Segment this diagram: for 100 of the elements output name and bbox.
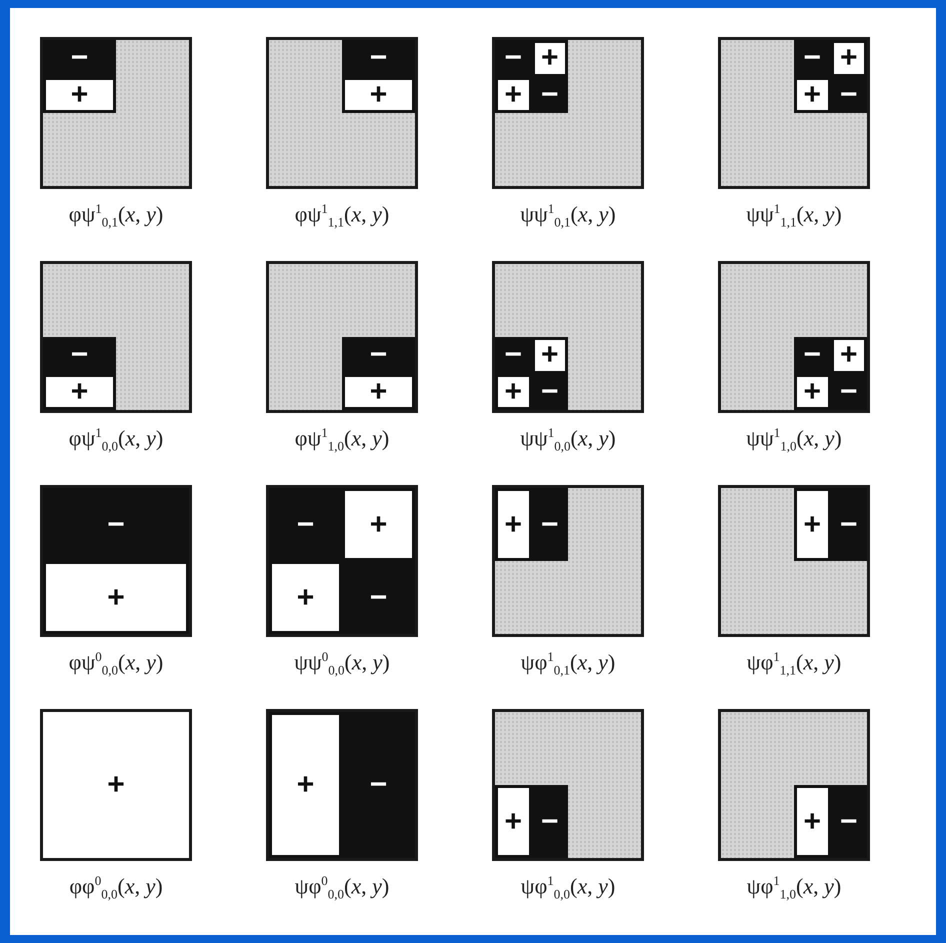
positive-region	[794, 374, 830, 410]
sign-symbol: −	[370, 770, 388, 800]
negative-region	[532, 488, 568, 561]
sign-symbol: −	[840, 806, 858, 836]
sign-symbol: +	[504, 376, 522, 407]
sign-symbol: +	[70, 376, 88, 407]
sign-symbol: +	[370, 80, 388, 110]
sign-symbol: −	[70, 43, 88, 74]
sign-symbol: −	[370, 43, 388, 74]
positive-region	[495, 785, 532, 858]
sign-symbol: +	[504, 80, 522, 110]
negative-region	[830, 76, 867, 113]
positive-region	[269, 712, 342, 858]
basis-square	[718, 485, 870, 637]
basis-function-label: ψφ$^{0}$$_{0,0}$(x, y)	[294, 873, 390, 903]
sign-symbol: −	[370, 340, 388, 370]
basis-function-label: ψφ$^{1}$$_{0,1}$(x, y)	[520, 649, 616, 679]
positive-region	[532, 337, 568, 374]
negative-region	[830, 488, 867, 561]
basis-function-label: ψφ$^{1}$$_{1,1}$(x, y)	[746, 649, 842, 679]
sign-symbol: +	[504, 806, 522, 836]
positive-region	[495, 76, 532, 113]
sign-symbol: +	[803, 376, 822, 407]
sign-symbol: −	[504, 340, 522, 370]
sign-symbol: +	[803, 80, 822, 110]
positive-region	[43, 374, 116, 410]
sign-symbol: −	[840, 376, 858, 407]
basis-square	[40, 485, 192, 637]
sign-symbol: +	[840, 340, 858, 370]
sign-symbol: +	[803, 510, 822, 540]
positive-region	[342, 76, 415, 113]
sign-symbol: −	[296, 510, 314, 540]
basis-function-label: φψ$^{1}$$_{0,0}$(x, y)	[68, 425, 164, 455]
sign-symbol: +	[840, 43, 858, 74]
positive-region	[269, 561, 342, 634]
positive-region	[532, 40, 568, 76]
basis-function-label: φψ$^{1}$$_{1,0}$(x, y)	[294, 425, 390, 455]
sign-symbol: +	[107, 770, 125, 800]
sign-symbol: −	[70, 340, 88, 370]
basis-square	[40, 261, 192, 413]
negative-region	[342, 40, 415, 76]
positive-region	[794, 76, 830, 113]
sign-symbol: +	[370, 376, 388, 407]
sign-symbol: −	[107, 510, 125, 540]
sign-symbol: −	[540, 80, 559, 110]
basis-function-label: ψφ$^{1}$$_{1,0}$(x, y)	[746, 873, 842, 903]
positive-region	[794, 785, 830, 858]
negative-region	[43, 337, 116, 374]
sign-symbol: +	[803, 806, 822, 836]
positive-region	[495, 374, 532, 410]
positive-region	[830, 40, 867, 76]
positive-region	[43, 76, 116, 113]
sign-symbol: +	[296, 770, 314, 800]
basis-square	[40, 709, 192, 861]
sign-symbol: −	[504, 43, 522, 74]
sign-symbol: +	[370, 510, 388, 540]
sign-symbol: −	[540, 510, 559, 540]
negative-region	[532, 76, 568, 113]
basis-function-label: ψψ$^{1}$$_{0,1}$(x, y)	[519, 201, 617, 231]
basis-function-label: ψψ$^{1}$$_{1,0}$(x, y)	[745, 425, 843, 455]
sign-symbol: −	[803, 340, 822, 370]
positive-region	[794, 488, 830, 561]
basis-square	[266, 485, 418, 637]
basis-square	[718, 261, 870, 413]
sign-symbol: +	[107, 582, 125, 612]
positive-region	[495, 488, 532, 561]
basis-function-label: φψ$^{1}$$_{1,1}$(x, y)	[294, 201, 390, 231]
basis-square	[492, 709, 644, 861]
positive-region	[43, 561, 189, 634]
sign-symbol: −	[803, 43, 822, 74]
negative-region	[532, 374, 568, 410]
negative-region	[532, 785, 568, 858]
basis-function-label: φψ$^{1}$$_{0,1}$(x, y)	[68, 201, 164, 231]
basis-square	[718, 709, 870, 861]
basis-function-label: ψφ$^{1}$$_{0,0}$(x, y)	[520, 873, 616, 903]
basis-square	[266, 37, 418, 189]
basis-square	[492, 485, 644, 637]
negative-region	[830, 785, 867, 858]
sign-symbol: −	[840, 510, 858, 540]
sign-symbol: +	[540, 340, 559, 370]
basis-function-label: ψψ$^{1}$$_{0,0}$(x, y)	[519, 425, 617, 455]
sign-symbol: −	[540, 806, 559, 836]
sign-symbol: +	[504, 510, 522, 540]
sign-symbol: +	[296, 582, 314, 612]
basis-square	[266, 261, 418, 413]
positive-region	[342, 374, 415, 410]
basis-square	[266, 709, 418, 861]
negative-region	[342, 337, 415, 374]
basis-square	[718, 37, 870, 189]
basis-square	[492, 37, 644, 189]
negative-region	[43, 40, 116, 76]
positive-region	[830, 337, 867, 374]
sign-symbol: −	[540, 376, 559, 407]
basis-function-label: φφ$^{0}$$_{0,0}$(x, y)	[68, 873, 164, 903]
basis-function-label: φψ$^{0}$$_{0,0}$(x, y)	[68, 649, 164, 679]
sign-symbol: −	[370, 582, 388, 612]
basis-function-label: ψψ$^{0}$$_{0,0}$(x, y)	[293, 649, 391, 679]
basis-square	[40, 37, 192, 189]
sign-symbol: −	[840, 80, 858, 110]
basis-square	[492, 261, 644, 413]
